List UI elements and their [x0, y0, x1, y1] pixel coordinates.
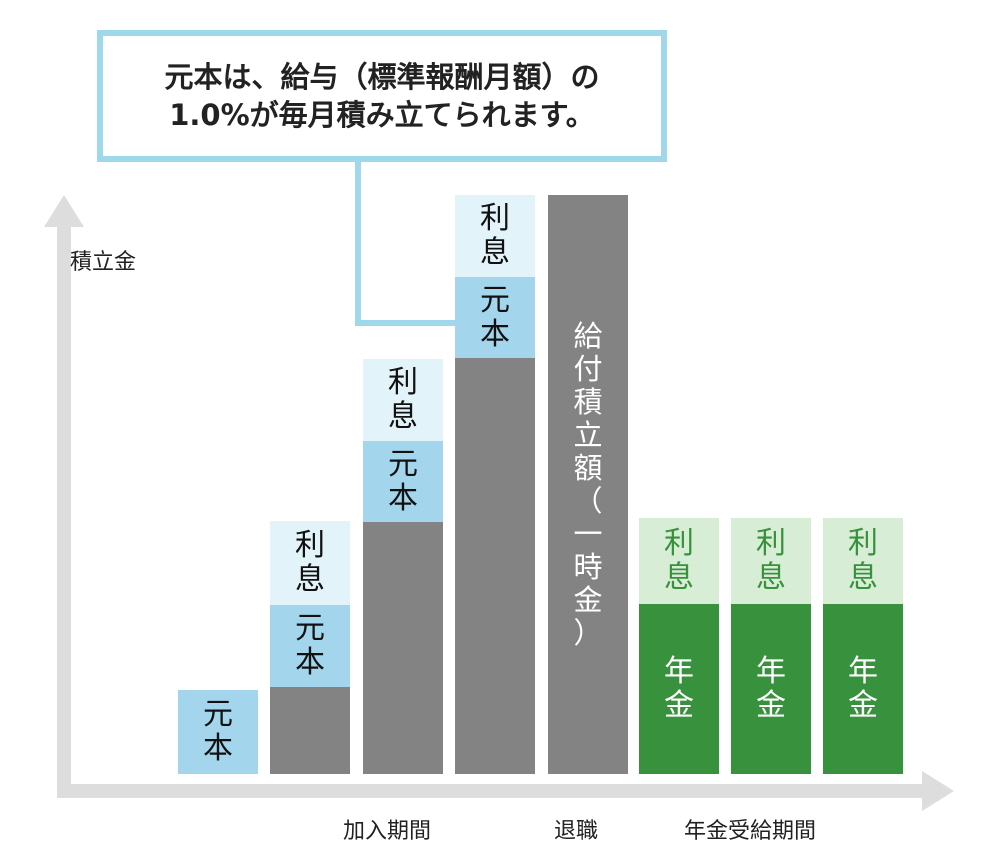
- col7-pension: 年金: [731, 604, 811, 774]
- y-axis-arrow-icon: [44, 195, 84, 227]
- col2-principal: 元本: [270, 605, 350, 687]
- col3-principal: 元本: [363, 441, 443, 522]
- col3-interest: 利息: [363, 359, 443, 441]
- col4-interest: 利息: [455, 195, 535, 277]
- x-axis-arrow-icon: [922, 771, 954, 811]
- callout-line-1: 元本は、給与（標準報酬月額）の: [164, 60, 600, 94]
- y-axis: [57, 224, 71, 798]
- col7-pension-interest: 利息: [731, 518, 811, 604]
- x-label-retirement: 退職: [554, 819, 599, 844]
- col4-accumulated: [455, 358, 535, 774]
- col6-pension: 年金: [639, 604, 719, 774]
- callout-connector-horizontal: [355, 320, 457, 326]
- col2-interest: 利息: [270, 521, 350, 605]
- callout-box: 元本は、給与（標準報酬月額）の 1.0%が毎月積み立てられます。: [97, 30, 667, 162]
- col5-lump-sum: 給 付 積 立 額 （ 一 時 金 ）: [548, 195, 628, 774]
- col6-pension-interest: 利息: [639, 518, 719, 604]
- col3-accumulated: [363, 522, 443, 774]
- y-axis-label: 積立金: [70, 250, 137, 275]
- x-label-pension-period: 年金受給期間: [684, 819, 817, 844]
- callout-line-2: 1.0%が毎月積み立てられます。: [169, 98, 595, 132]
- col2-accumulated: [270, 687, 350, 774]
- col1-principal: 元本: [178, 690, 258, 774]
- x-axis: [57, 784, 925, 798]
- col8-pension: 年金: [823, 604, 903, 774]
- x-label-join-period: 加入期間: [343, 819, 432, 844]
- callout-text: 元本は、給与（標準報酬月額）の 1.0%が毎月積み立てられます。: [103, 58, 661, 134]
- callout-connector-vertical: [355, 162, 361, 326]
- col8-pension-interest: 利息: [823, 518, 903, 604]
- col4-principal: 元本: [455, 277, 535, 358]
